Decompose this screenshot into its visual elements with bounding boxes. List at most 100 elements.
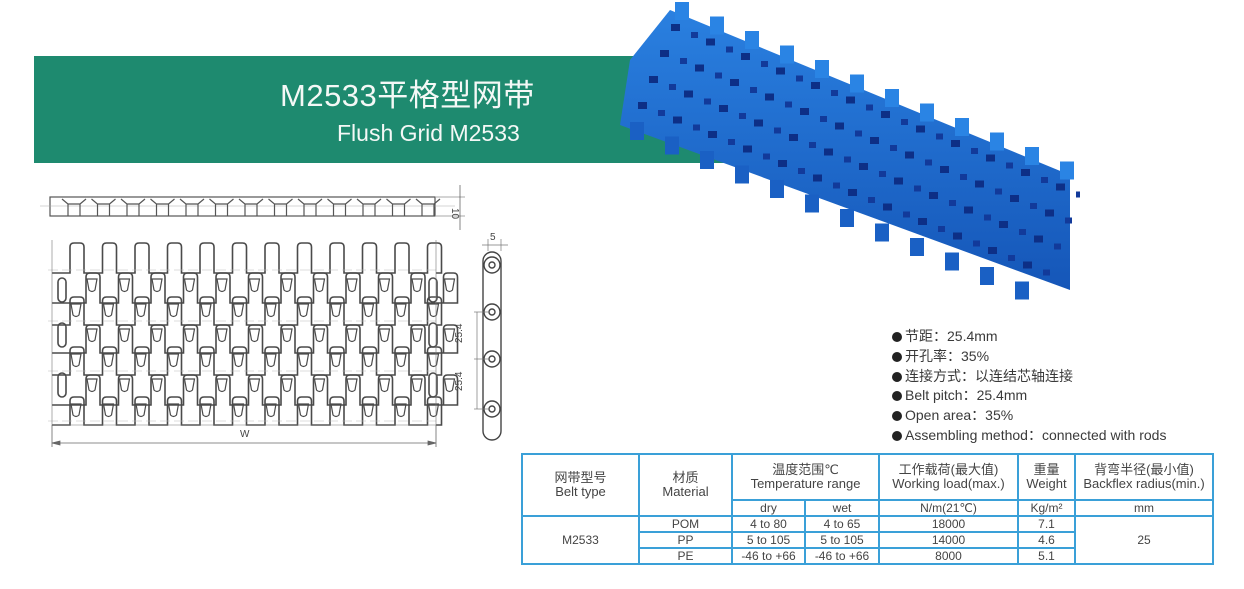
- open-hole: [118, 328, 131, 343]
- belt-hole: [811, 82, 820, 89]
- belt-tooth-top: [1060, 161, 1074, 180]
- unit-load: N/m(21℃): [878, 499, 1019, 517]
- open-hole: [248, 278, 261, 293]
- profile-tooth: [150, 198, 175, 216]
- open-hole: [216, 328, 228, 343]
- thickness-dimension: 10: [449, 208, 460, 220]
- belt-top-view-drawing: W 5 25.4 25.4: [48, 232, 508, 447]
- side-width-dimension: 5: [490, 232, 496, 243]
- belt-hole: [813, 174, 822, 182]
- width-dimension-label: W: [240, 429, 250, 440]
- open-hole: [411, 328, 423, 343]
- belt-hole: [984, 214, 991, 221]
- cell-dry: 5 to 105: [731, 531, 806, 549]
- belt-tooth-bottom: [910, 238, 924, 256]
- open-hole: [232, 403, 245, 418]
- open-hole: [70, 353, 82, 368]
- belt-hole: [774, 127, 781, 134]
- open-hole: [281, 278, 293, 293]
- belt-tooth-bottom: [1015, 281, 1029, 300]
- belt-tooth-top: [850, 74, 864, 93]
- spec-item: Assembling method：connected with rods: [892, 426, 1166, 446]
- open-hole: [427, 403, 440, 418]
- cell-material: PP: [638, 531, 733, 549]
- belt-hole: [754, 119, 763, 127]
- open-hole: [232, 303, 245, 318]
- open-hole: [443, 278, 456, 293]
- unit-backflex: mm: [1074, 499, 1214, 517]
- open-hole: [86, 278, 98, 293]
- bullet-icon: [892, 411, 902, 422]
- open-hole: [378, 378, 391, 393]
- belt-tooth-bottom: [840, 209, 854, 227]
- open-hole: [378, 278, 391, 293]
- open-hole: [313, 378, 326, 393]
- open-hole: [102, 353, 115, 368]
- belt-hole: [1045, 209, 1054, 217]
- open-hole: [183, 278, 196, 293]
- open-hole: [200, 303, 212, 318]
- bullet-icon: [892, 391, 902, 402]
- belt-hole: [673, 116, 682, 124]
- end-slot: [428, 322, 438, 348]
- belt-hole: [859, 163, 868, 170]
- open-hole: [135, 403, 147, 418]
- belt-hole: [870, 137, 879, 144]
- belt-hole: [844, 156, 851, 163]
- open-hole: [427, 353, 440, 368]
- open-hole: [265, 403, 277, 418]
- belt-hole: [680, 58, 687, 64]
- profile-tooth: [91, 198, 116, 216]
- belt-tooth-top: [990, 132, 1004, 151]
- belt-hole: [1054, 243, 1061, 250]
- open-hole: [395, 353, 407, 368]
- header-backflex: 背弯半径(最小值)Backflex radius(min.): [1074, 453, 1214, 501]
- belt-hole: [658, 110, 665, 116]
- belt-hole: [1030, 203, 1037, 209]
- belt-hole: [1056, 183, 1065, 191]
- cell-material: POM: [638, 515, 733, 533]
- belt-hole: [905, 151, 914, 159]
- open-hole: [411, 278, 423, 293]
- belt-hole: [798, 168, 805, 174]
- belt-hole: [785, 101, 792, 108]
- belt-hole: [728, 139, 735, 145]
- cell-backflex: 25: [1074, 515, 1214, 565]
- belt-hole: [739, 113, 746, 119]
- belt-hole: [894, 177, 903, 185]
- profile-tooth: [238, 198, 264, 216]
- table-row: M2533 POM 4 to 80 4 to 65 18000 7.1 25: [521, 515, 1214, 565]
- belt-hole: [695, 64, 704, 72]
- belt-hole: [706, 38, 715, 46]
- open-hole: [151, 378, 163, 393]
- bullet-icon: [892, 371, 902, 382]
- belt-hole: [964, 206, 973, 214]
- belt-hole: [1008, 255, 1015, 261]
- open-hole: [427, 303, 440, 318]
- belt-hole: [1006, 162, 1013, 169]
- belt-tooth-top: [815, 60, 829, 78]
- belt-hole: [881, 111, 890, 118]
- belt-hole: [995, 188, 1002, 195]
- profile-tooth: [386, 198, 411, 216]
- open-hole: [346, 378, 358, 393]
- spec-text: 连接方式：以连结芯轴连接: [905, 367, 1073, 384]
- belt-hole: [951, 140, 960, 147]
- belt-hole: [796, 75, 803, 82]
- belt-hole: [671, 24, 680, 31]
- belt-hole: [1043, 269, 1050, 276]
- open-hole: [330, 303, 342, 318]
- belt-hole: [708, 131, 717, 138]
- profile-tooth: [268, 198, 293, 216]
- open-hole: [167, 303, 180, 318]
- belt-hole: [925, 159, 932, 166]
- belt-hole: [691, 32, 698, 38]
- belt-hole: [778, 160, 787, 167]
- profile-tooth: [356, 198, 382, 216]
- open-hole: [346, 328, 358, 343]
- belt-hole: [693, 124, 700, 131]
- open-hole: [248, 328, 261, 343]
- table-unit-row: dry wet N/m(21℃) Kg/m² mm: [522, 499, 1214, 517]
